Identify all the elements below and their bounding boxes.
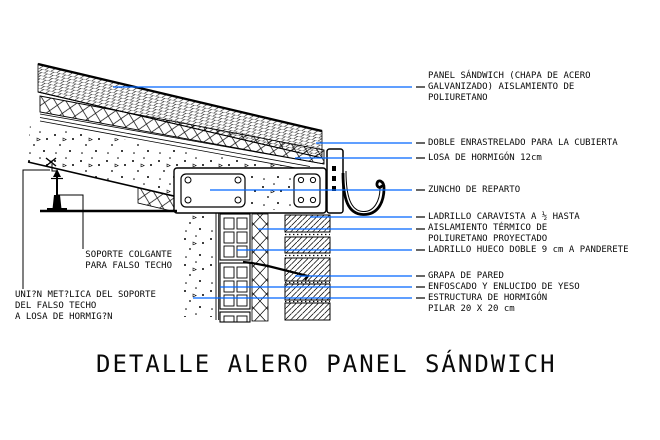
gutter: [341, 170, 386, 216]
wall-section: [178, 213, 331, 323]
label-zuncho: ZUNCHO DE REPARTO: [428, 185, 521, 195]
leader-lines-right: [113, 86, 412, 299]
wall-tie: [242, 260, 310, 281]
face-brick-column: [284, 214, 331, 321]
label-grapa: GRAPA DE PARED: [428, 271, 504, 281]
leader-soporte: [57, 194, 84, 249]
leader-end-dashes: [416, 86, 425, 299]
roof-assembly: [27, 62, 325, 197]
concrete-pillar: [178, 214, 214, 317]
leader-lines-left: [22, 169, 84, 289]
label-losa-hormigon: LOSA DE HORMIGÓN 12cm: [428, 153, 542, 163]
label-ladrillo-hueco: LADRILLO HUECO DOBLE 9 cm A PANDERETE: [428, 245, 629, 255]
drawing-title: DETALLE ALERO PANEL SÁNDWICH: [96, 350, 557, 378]
hanger-support: [40, 157, 177, 213]
slab-anchor: [45, 157, 57, 167]
label-doble-enrastrelado: DOBLE ENRASTRELADO PARA LA CUBIERTA: [428, 138, 618, 148]
label-soporte-colgante: SOPORTE COLGANTE PARA FALSO TECHO: [85, 250, 172, 271]
board-lines: [39, 113, 325, 169]
insulation-layer: [251, 213, 269, 322]
rebar-circles-right: [297, 176, 317, 204]
hollow-brick-column: [219, 213, 251, 323]
leader-union: [22, 169, 50, 289]
plaster-lines: [215, 213, 220, 320]
fascia-board: [326, 148, 344, 214]
rebar-circles-left: [184, 176, 242, 204]
label-enfoscado: ENFOSCADO Y ENLUCIDO DE YESO: [428, 282, 580, 292]
label-union-metalica: UNI?N MET?LICA DEL SOPORTE DEL FALSO TEC…: [15, 290, 156, 322]
label-ladrillo-caravista: LADRILLO CARAVISTA A ½ HASTA AISLAMIENTO…: [428, 212, 580, 244]
label-panel-sandwich: PANEL SÁNDWICH (CHAPA DE ACERO GALVANIZA…: [428, 71, 591, 103]
label-estructura: ESTRUCTURA DE HORMIGÓN PILAR 20 X 20 cm: [428, 293, 548, 314]
